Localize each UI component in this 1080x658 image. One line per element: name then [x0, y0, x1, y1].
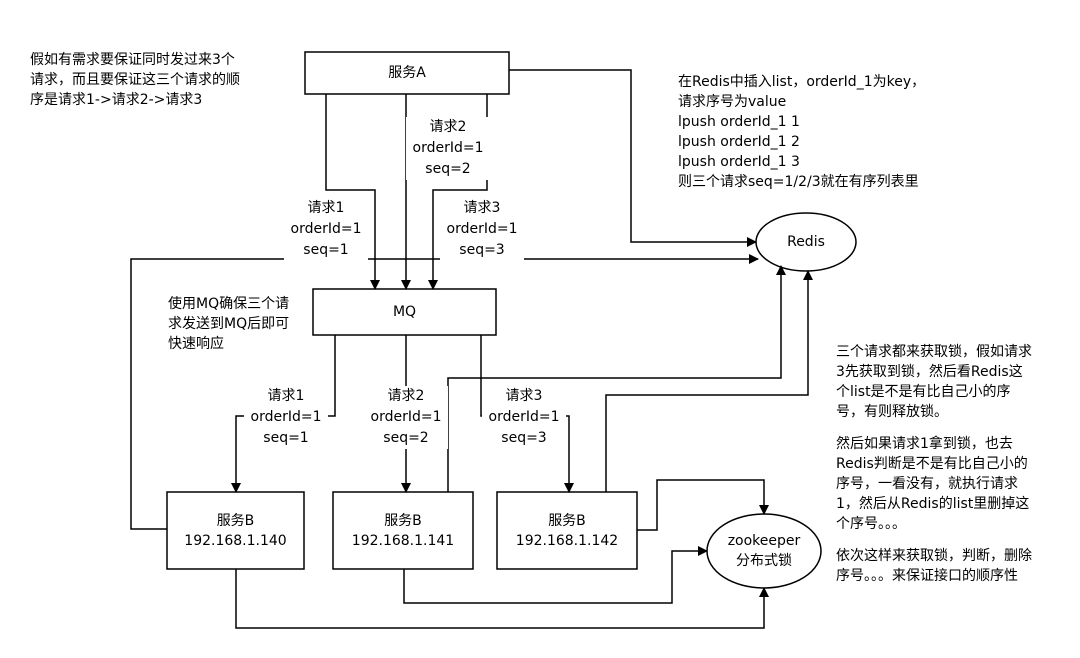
- edge-label-line: seq=2: [425, 161, 471, 177]
- service-b1-ip: 192.168.1.140: [184, 532, 287, 549]
- note-line: Redis判断是不是有比自己小的: [836, 456, 1028, 472]
- edge-label-line: orderId=1: [370, 409, 442, 425]
- service-b3-ip: 192.168.1.142: [515, 532, 619, 549]
- mq-box: [312, 288, 497, 336]
- note-line: 请求序号为value: [678, 94, 787, 110]
- note-line: 假如有需求要保证同时发过来3个: [30, 52, 235, 68]
- note-line: 则三个请求seq=1/2/3就在有序列表里: [678, 174, 919, 190]
- note-lock-process-1: 三个请求都来获取锁，假如请求 3先获取到锁，然后看Redis这 个list是不是…: [836, 342, 1032, 422]
- edge-label-line: orderId=1: [446, 221, 518, 237]
- zookeeper-label: zookeeper 分布式锁: [707, 514, 821, 588]
- note-line: 序是请求1->请求2->请求3: [30, 92, 203, 108]
- edge-label-line: orderId=1: [250, 409, 322, 425]
- service-b3-label: 服务B 192.168.1.142: [497, 492, 637, 569]
- edge-label-line: 请求1: [307, 200, 345, 216]
- service-b3-name: 服务B: [548, 512, 586, 529]
- service-b3-box: [496, 491, 638, 570]
- redis-text: Redis: [787, 234, 825, 250]
- note-line: 请求，而且要保证这三个请求的顺: [30, 72, 240, 88]
- edge-label-line: 请求1: [267, 388, 305, 404]
- note-line: lpush orderId_1 1: [678, 114, 800, 130]
- note-line: 依次这样来获取锁，判断，删除: [836, 548, 1032, 564]
- zookeeper-text-2: 分布式锁: [736, 553, 792, 569]
- service-a-text: 服务A: [388, 65, 426, 81]
- edge-label-line: seq=3: [501, 430, 547, 446]
- edge-b2-zk: [403, 546, 708, 604]
- edge-label-line: seq=2: [383, 430, 429, 446]
- edge-label-line: orderId=1: [412, 140, 484, 156]
- edge-label-bot-req1: 请求1 orderId=1 seq=1: [244, 386, 328, 449]
- note-line: 使用MQ确保三个请: [168, 296, 290, 312]
- redis-label: Redis: [756, 213, 856, 271]
- service-b1-label: 服务B 192.168.1.140: [167, 492, 304, 569]
- edge-a-mq-req1: [325, 94, 380, 290]
- edge-label-line: 请求3: [463, 200, 501, 216]
- note-redis: 在Redis中插入list，orderId_1为key， 请求序号为value …: [678, 72, 925, 192]
- note-line: 三个请求都来获取锁，假如请求: [836, 344, 1032, 360]
- edge-b2-redis: [447, 265, 786, 492]
- note-line: lpush orderId_1 3: [678, 154, 800, 170]
- edge-label-line: 请求3: [505, 388, 543, 404]
- edge-label-bot-req2: 请求2 orderId=1 seq=2: [364, 386, 448, 449]
- edge-label-line: seq=1: [303, 242, 349, 258]
- mq-label: MQ: [313, 289, 496, 335]
- service-a-box: [304, 51, 510, 95]
- note-line: 序号，一看没有，就执行请求: [836, 476, 1018, 492]
- edge-label-line: orderId=1: [488, 409, 560, 425]
- service-b2-ip: 192.168.1.141: [351, 532, 455, 549]
- note-line: 个序号。。。: [836, 516, 906, 532]
- note-line: 3先获取到锁，然后看Redis这: [836, 364, 1023, 380]
- service-b1-box: [166, 491, 305, 570]
- note-line: 在Redis中插入list，orderId_1为key，: [678, 74, 926, 90]
- edge-label-top-req2: 请求2 orderId=1 seq=2: [406, 117, 490, 180]
- note-lock-process-3: 依次这样来获取锁，判断，删除 序号。。。来保证接口的顺序性: [836, 546, 1032, 586]
- service-b1-name: 服务B: [216, 512, 255, 529]
- note-lock-process-2: 然后如果请求1拿到锁，也去 Redis判断是不是有比自己小的 序号，一看没有，就…: [836, 434, 1029, 534]
- note-line: 快速响应: [168, 336, 224, 352]
- note-line: 然后如果请求1拿到锁，也去: [836, 436, 1013, 452]
- note-line: 序号。。。来保证接口的顺序性: [836, 568, 1018, 584]
- service-b2-name: 服务B: [384, 512, 422, 529]
- edge-label-line: 请求2: [387, 388, 425, 404]
- edge-label-top-req3: 请求3 orderId=1 seq=3: [440, 198, 524, 261]
- edge-b1-zk: [235, 569, 769, 629]
- note-line: 求发送到MQ后即可: [168, 316, 290, 332]
- service-b2-label: 服务B 192.168.1.141: [333, 492, 473, 569]
- note-mq: 使用MQ确保三个请 求发送到MQ后即可 快速响应: [168, 294, 289, 354]
- edge-b3-redis: [605, 270, 813, 492]
- edge-label-line: seq=1: [263, 430, 309, 446]
- mq-text: MQ: [392, 304, 417, 320]
- note-line: 号，有则释放锁。: [836, 404, 948, 420]
- note-line: lpush orderId_1 2: [678, 134, 800, 150]
- edge-b3-zk: [637, 479, 769, 531]
- edge-label-line: seq=3: [459, 242, 505, 258]
- service-a-label: 服务A: [305, 52, 509, 94]
- edge-label-bot-req3: 请求3 orderId=1 seq=3: [482, 386, 566, 449]
- note-line: 个list是不是有比自己小的序: [836, 384, 1011, 400]
- zookeeper-text-1: zookeeper: [727, 533, 801, 549]
- edge-a-redis: [509, 69, 757, 247]
- edge-label-line: orderId=1: [290, 221, 362, 237]
- edge-label-line: 请求2: [429, 119, 467, 135]
- note-requirement: 假如有需求要保证同时发过来3个 请求，而且要保证这三个请求的顺 序是请求1->请…: [30, 50, 240, 110]
- edge-label-top-req1: 请求1 orderId=1 seq=1: [284, 198, 368, 261]
- note-line: 1，然后从Redis的list里删掉这: [836, 496, 1030, 512]
